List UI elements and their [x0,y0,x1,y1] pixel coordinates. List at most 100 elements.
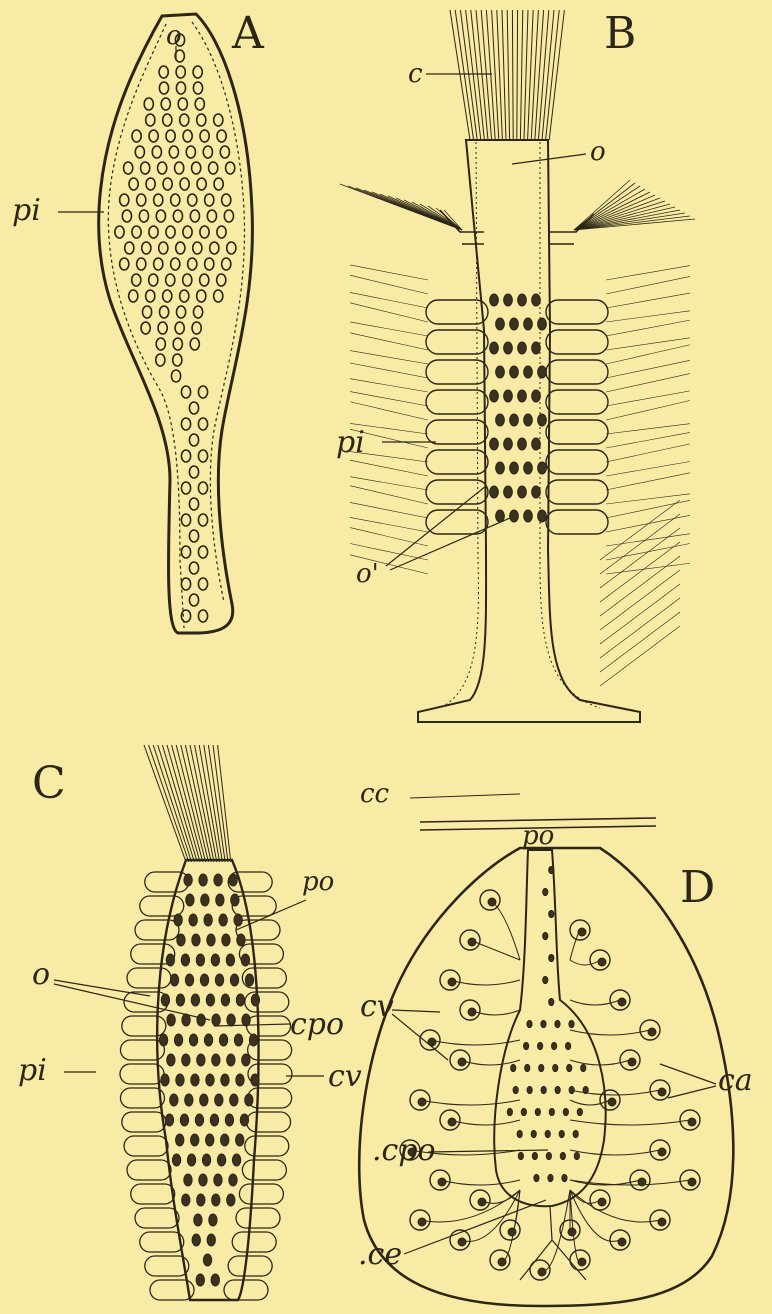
hair [606,360,690,378]
panel-c-leader-cpo [214,1024,290,1026]
chamber-opening [648,1028,656,1036]
pore [149,226,158,238]
pore [574,1152,579,1159]
pore [203,1254,211,1266]
chamber-opening [658,1218,666,1226]
panel-d: D po cv ca .cpo .ce [358,821,753,1306]
pore [193,82,202,94]
pore [224,210,233,222]
pore [189,530,198,542]
pore [203,146,212,158]
chamber-right [546,420,608,444]
hair [350,351,428,364]
pore [541,1020,546,1027]
chamber-right [239,1184,283,1204]
pore [563,1108,568,1115]
chamber-left [122,1112,166,1132]
pore [226,954,234,966]
pore [510,462,519,474]
panel-d-letter: D [680,862,715,913]
canal [570,1100,610,1105]
chamber-right [546,360,608,384]
pore [142,242,151,254]
panel-d-leader-cpo [428,1150,548,1152]
panel-c-label-cpo: cpo [290,1007,344,1042]
pore [217,274,226,286]
pore [129,178,138,190]
chamber-opening [458,1238,466,1246]
pore [236,1134,244,1146]
pore [524,1042,529,1049]
pore [504,486,513,498]
pore [189,466,198,478]
pore [188,194,197,206]
pore [210,242,219,254]
pore [159,306,168,318]
pore [240,1114,248,1126]
panel-b-label-pi: pi [336,425,365,460]
canal [570,960,600,965]
chamber-left [426,330,488,354]
pore [567,1064,572,1071]
pore [132,274,141,286]
pore [577,1108,582,1115]
chamber-left [145,872,189,892]
pore [546,1152,551,1159]
chamber-opening [598,958,606,966]
panel-b-cilia-brush [450,10,564,140]
chamber-opening [508,1228,516,1236]
pore [518,1152,523,1159]
chamber-right [224,1280,268,1300]
chamber-opening [498,1258,506,1266]
hair [606,424,690,434]
pore [198,578,207,590]
pore [552,1042,557,1049]
pore [167,1054,175,1066]
panel-b-tube-inner [440,142,600,708]
panel-d-leader-ca-2 [668,1086,716,1098]
pore [227,1054,235,1066]
panel-d-pores [507,866,588,1181]
pore [221,1074,229,1086]
chamber-right [247,1112,291,1132]
panel-b-fans [340,180,695,230]
pore [510,318,519,330]
panel-c-pores [159,874,259,1286]
canal [570,1150,660,1155]
pore [532,390,541,402]
hair [350,517,428,532]
pore [189,1034,197,1046]
pore [531,1130,536,1137]
pore [560,1152,565,1159]
pore [193,306,202,318]
panel-b-arm-left [440,210,484,244]
pore [569,1020,574,1027]
panel-a-label-o: o [166,21,182,51]
pore [538,462,547,474]
pore [189,434,198,446]
pore [490,486,499,498]
pore [548,1174,553,1181]
canal [570,1000,620,1005]
pore [197,114,206,126]
pore [217,130,226,142]
hair [350,379,428,392]
pore [543,932,548,939]
pore [524,462,533,474]
pore [204,1034,212,1046]
cilium [524,10,528,140]
pore [189,498,198,510]
pore [172,1154,180,1166]
panel-b-leader-o-prime-2 [390,518,510,570]
pore [524,366,533,378]
pore [207,1234,215,1246]
chamber-left [426,300,488,324]
chamber-opening [458,1058,466,1066]
pore [158,162,167,174]
panel-a-label-pi: pi [12,193,41,228]
pore [170,974,178,986]
pore [490,390,499,402]
chamber-opening [608,1098,616,1106]
pore [141,322,150,334]
panel-c-label-po: po [302,867,334,897]
